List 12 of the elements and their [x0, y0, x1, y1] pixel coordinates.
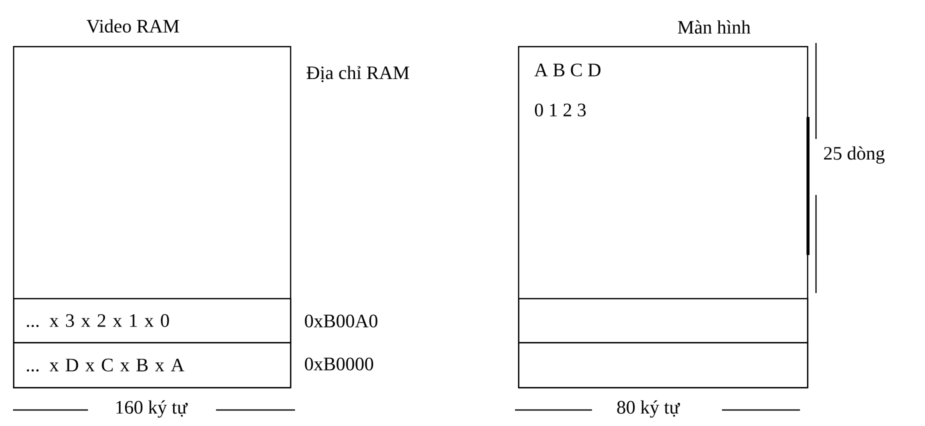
text-label: 0xB0000: [304, 358, 374, 370]
row-box: [518, 342, 808, 388]
row-box: [518, 298, 808, 344]
box-heading: Màn hình: [678, 20, 750, 34]
text-label: 0xB00A0: [304, 314, 378, 328]
screen-text: 0 1 2 3: [534, 104, 586, 116]
row-box: ... x 3 x 2 x 1 x 0: [13, 298, 292, 344]
screen-text: A B C D: [534, 64, 600, 76]
box-heading: Video RAM: [86, 19, 180, 33]
text-label: Địa chỉ RAM: [306, 66, 410, 82]
row-box: ... x D x C x B x A: [13, 342, 292, 388]
text-label: 25 dòng: [824, 146, 885, 164]
